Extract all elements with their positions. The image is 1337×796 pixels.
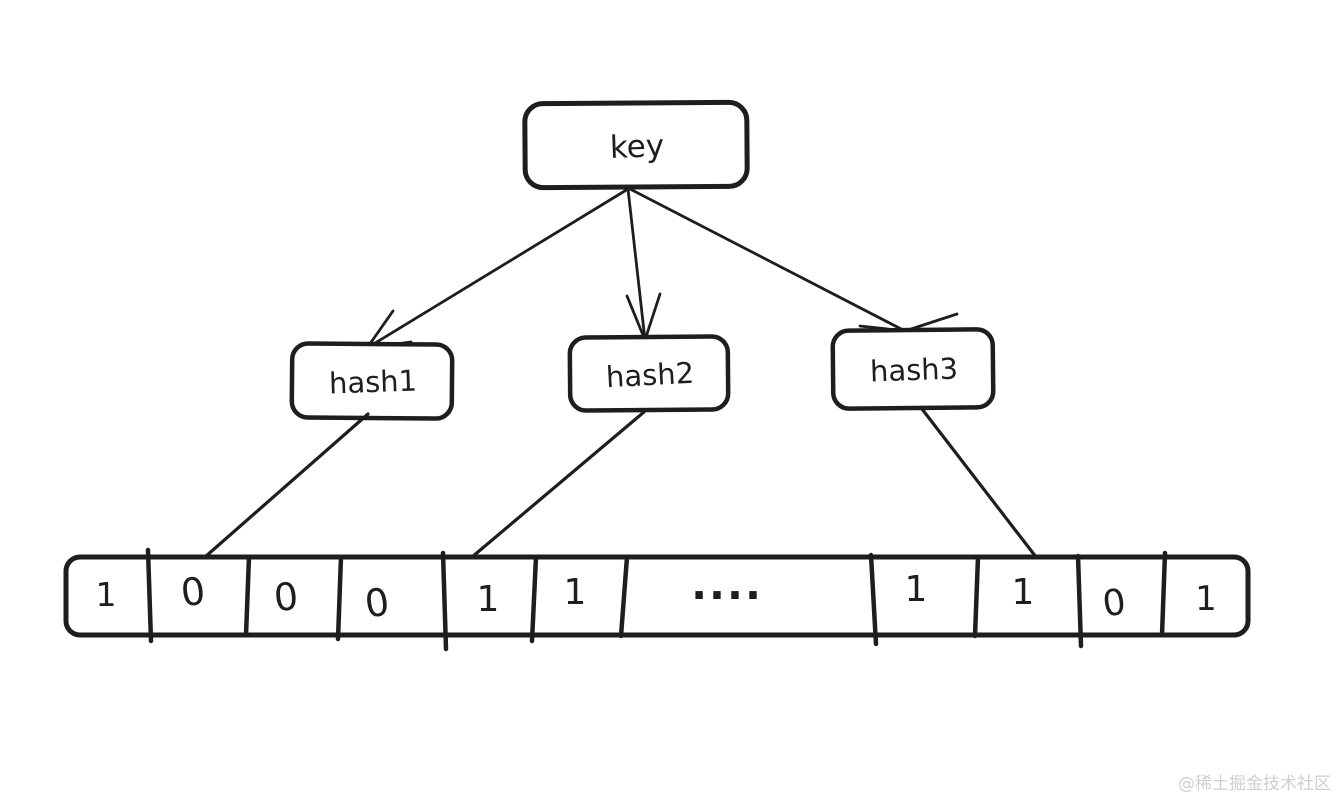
connector-hash1-to-array [203,412,370,559]
arrow-key-to-hash1 [365,187,630,350]
cell-divider [529,554,539,644]
bit-cell-value: 0 [1100,582,1128,626]
hash1-node: hash1 [289,341,455,421]
cell-divider [440,550,449,652]
hash3-label: hash3 [869,351,958,388]
cell-divider [868,552,879,647]
cell-divider [972,554,981,639]
arrow-shaft [628,187,907,333]
bit-cell-value: 0 [178,569,207,616]
bit-cell-value: 1 [1012,572,1035,613]
arrowhead-prong [643,292,662,342]
key-box [522,99,750,191]
cell-divider [1075,553,1084,649]
cell-divider [1159,550,1168,638]
arrow-shaft [626,187,647,342]
watermark-text: @稀土掘金技术社区 [1178,774,1331,794]
cell-divider [618,554,630,639]
cell-divider [335,554,344,642]
key-label: key [609,128,664,166]
connector-hash2-to-array [470,410,646,559]
hash2-label: hash2 [605,356,695,395]
bit-cell-value: 1 [564,572,587,613]
bit-cell-value: 1 [1195,579,1217,619]
hash1-box [289,341,455,421]
bit-array-outline [63,554,1251,638]
hash2-node: hash2 [567,334,731,413]
hash2-box [567,334,731,413]
hash3-box [830,327,996,411]
arrowhead-prong [625,294,647,342]
connector-hash3-to-array [920,407,1038,559]
hash3-node: hash3 [830,327,996,411]
bit-cell-value: 1 [905,569,928,610]
arrow-shaft [365,187,630,350]
key-node: key [522,99,750,191]
bit-array: 1 0 0 0 1 1 .... 1 1 0 1 [63,547,1251,652]
arrow-key-to-hash2 [625,187,662,342]
bit-cell-value: 1 [96,575,117,614]
hash1-label: hash1 [328,363,417,400]
bit-cell-value: 0 [272,574,301,620]
cell-divider [243,554,252,638]
bit-cell-ellipsis: .... [691,560,763,609]
arrow-key-to-hash3 [628,187,959,333]
cell-divider [145,547,154,644]
bit-cell-value: 1 [477,579,500,620]
